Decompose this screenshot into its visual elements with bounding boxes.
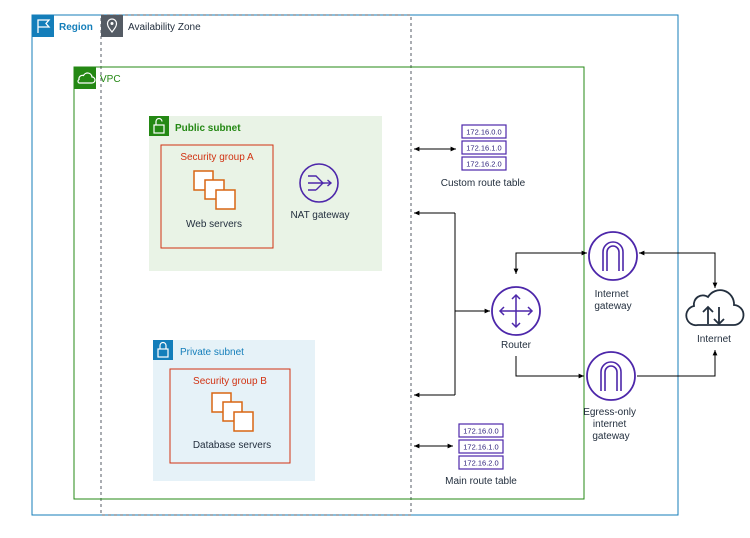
security-group-b-label: Security group B xyxy=(193,376,267,387)
region-label: Region xyxy=(59,22,93,33)
egress-only-gateway-label-line: gateway xyxy=(592,431,629,442)
web-servers-label: Web servers xyxy=(186,219,242,230)
main-route-entry: 172.16.1.0 xyxy=(463,443,498,452)
connector-egress-gateway-to-internet xyxy=(637,350,718,377)
private-subnet-label: Private subnet xyxy=(180,347,244,358)
vpc-icon xyxy=(74,67,96,89)
custom-route-entry: 172.16.0.0 xyxy=(466,128,501,137)
database-servers-label: Database servers xyxy=(193,440,271,451)
egress-only-gateway-label-line: internet xyxy=(593,419,627,430)
security-group-a xyxy=(160,144,274,249)
connector-router-to-egress-gateway xyxy=(515,356,584,379)
custom-route-table-icon: 172.16.0.0 172.16.1.0 172.16.2.0 xyxy=(461,124,507,171)
availability-zone-label: Availability Zone xyxy=(128,22,201,33)
internet-cloud-icon xyxy=(685,289,745,327)
availability-zone-icon xyxy=(101,15,123,37)
internet-gateway-label-line: Internet xyxy=(595,289,629,300)
security-group-a-label: Security group A xyxy=(180,152,254,163)
internet-gateway-label-line: gateway xyxy=(594,301,631,312)
connector-router-to-internet-gateway xyxy=(513,250,587,274)
public-subnet-label: Public subnet xyxy=(175,123,241,134)
router-label: Router xyxy=(501,340,532,351)
web-servers-icon xyxy=(193,170,236,210)
custom-route-entry: 172.16.2.0 xyxy=(466,160,501,169)
main-route-table-label: Main route table xyxy=(445,476,517,487)
main-route-table-icon: 172.16.0.0 172.16.1.0 172.16.2.0 xyxy=(458,423,504,470)
main-route-entry: 172.16.0.0 xyxy=(463,427,498,436)
vpc-boundary xyxy=(73,66,585,500)
internet-gateway-label: Internet gateway xyxy=(594,289,631,312)
vpc-label: VPC xyxy=(100,74,121,85)
availability-zone-boundary xyxy=(100,14,412,516)
nat-gateway-label: NAT gateway xyxy=(290,210,349,221)
custom-route-entry: 172.16.1.0 xyxy=(466,144,501,153)
main-route-entry: 172.16.2.0 xyxy=(463,459,498,468)
egress-only-gateway-icon xyxy=(586,351,636,401)
internet-label: Internet xyxy=(697,334,731,345)
database-servers-icon xyxy=(211,392,254,432)
nat-gateway-icon xyxy=(299,163,339,203)
egress-only-gateway-label-line: Egress-only xyxy=(583,407,636,418)
public-subnet xyxy=(149,116,382,271)
region-icon xyxy=(32,15,54,37)
private-subnet-lock-icon xyxy=(153,340,173,360)
router-icon xyxy=(491,286,541,336)
custom-route-table-label: Custom route table xyxy=(441,178,526,189)
public-subnet-lock-icon xyxy=(149,116,169,136)
connector-internet-gateway-to-internet xyxy=(639,250,718,288)
internet-gateway-icon xyxy=(588,231,638,281)
egress-only-gateway-label: Egress-only internet gateway xyxy=(583,407,639,442)
security-group-b xyxy=(169,368,291,464)
